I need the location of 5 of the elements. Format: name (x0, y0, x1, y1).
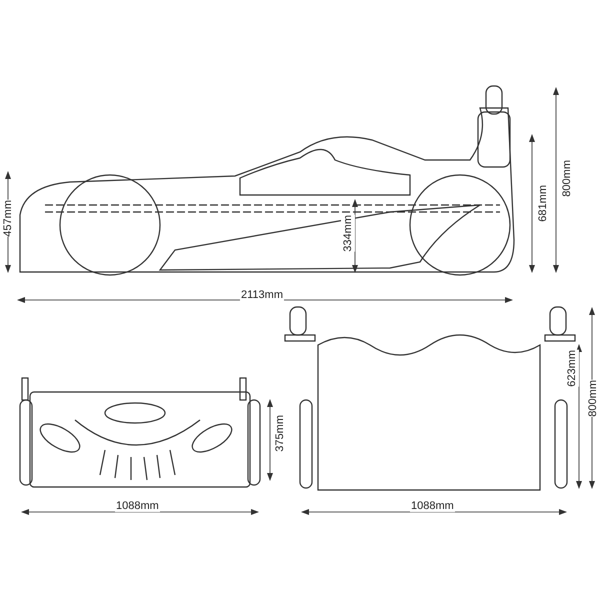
dimension-label: 623mm (565, 350, 579, 387)
dimension-label: 1088mm (410, 500, 455, 512)
dimension-label: 2113mm (240, 289, 284, 301)
dimension-label: 1088mm (115, 500, 160, 512)
dimension-label: 334mm (341, 215, 355, 252)
